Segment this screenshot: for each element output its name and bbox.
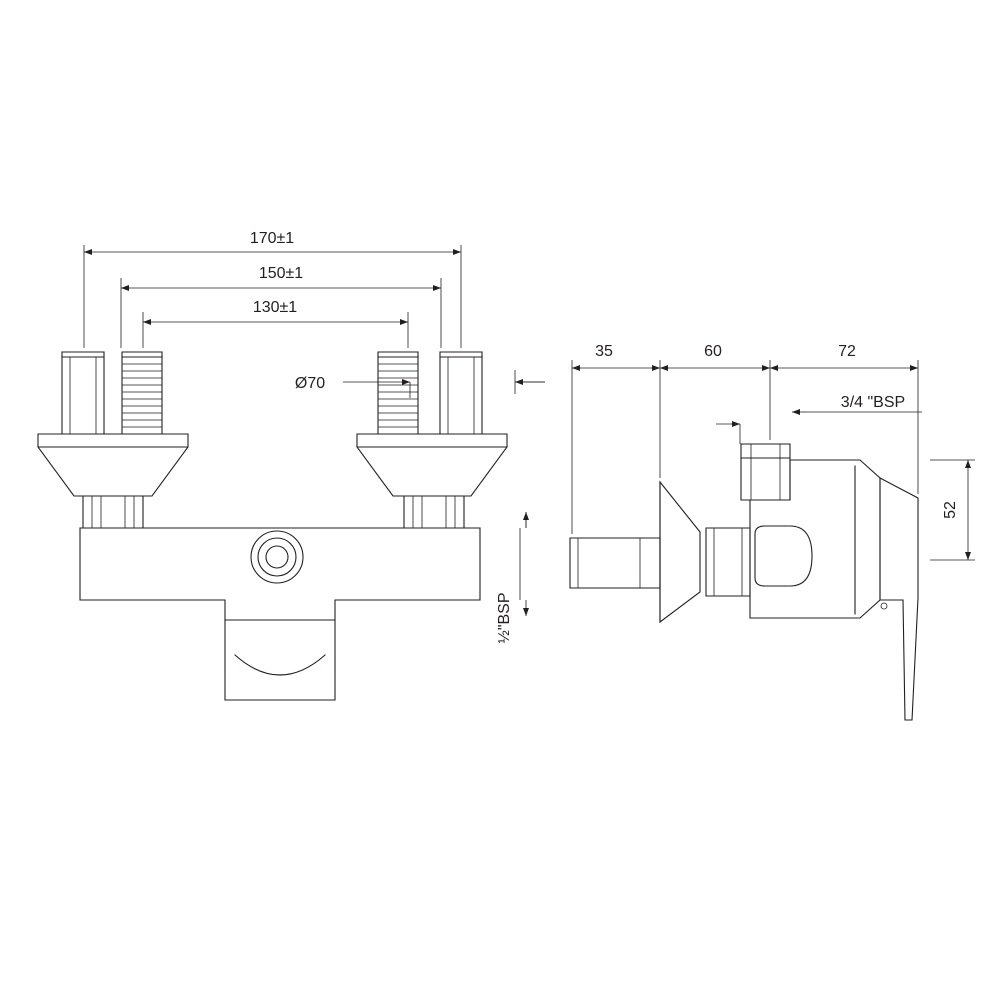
dimension-three-quarter-bsp-label: 3/4 "BSP — [841, 394, 905, 411]
dimension-52-label: 52 — [942, 501, 959, 519]
dimension-130-label: 130±1 — [253, 299, 297, 316]
dimension-170-label: 170±1 — [250, 230, 294, 247]
side-view-dimensions — [571, 360, 975, 561]
dimension-60-label: 60 — [704, 343, 722, 360]
dimension-35-label: 35 — [595, 343, 613, 360]
front-view-dimensions — [83, 245, 545, 616]
dimension-diameter-70-label: Ø70 — [295, 375, 325, 392]
dimension-150-label: 150±1 — [259, 265, 303, 282]
dimension-half-bsp-label: ½"BSP — [496, 592, 513, 643]
dimension-72-label: 72 — [838, 343, 856, 360]
front-view-geometry — [37, 351, 508, 701]
side-view-geometry — [569, 443, 919, 721]
